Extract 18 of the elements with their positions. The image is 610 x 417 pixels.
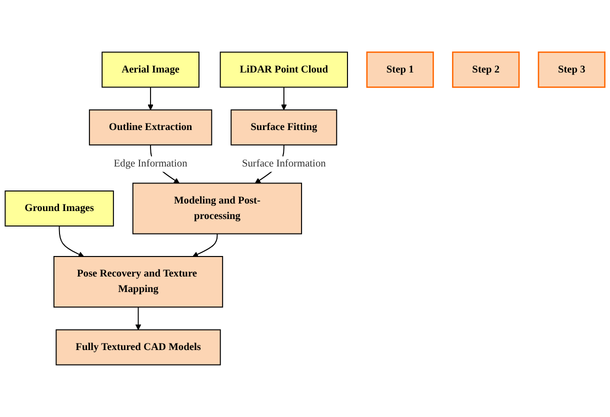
node-box: Fully Textured CAD Models — [56, 329, 221, 366]
node-box: Step 1 — [366, 52, 434, 88]
node-box: LiDAR Point Cloud — [220, 52, 348, 88]
arrow — [281, 86, 287, 110]
node-box: Aerial Image — [102, 52, 200, 88]
node-box: Outline Extraction — [88, 109, 212, 146]
edge-label: Edge Information — [114, 158, 188, 170]
node-box: Modeling and Post-processing — [132, 182, 302, 234]
node-box: Ground Images — [4, 190, 114, 226]
arrow — [58, 226, 84, 257]
node-box: Pose Recovery and Texture Mapping — [53, 256, 224, 308]
node-box: Step 2 — [452, 52, 520, 88]
node-box: Step 3 — [538, 52, 606, 88]
arrow — [148, 86, 154, 110]
arrow — [192, 233, 218, 257]
edge-label: Surface Information — [242, 158, 326, 170]
node-box: Surface Fitting — [230, 109, 338, 146]
arrow — [135, 306, 142, 330]
